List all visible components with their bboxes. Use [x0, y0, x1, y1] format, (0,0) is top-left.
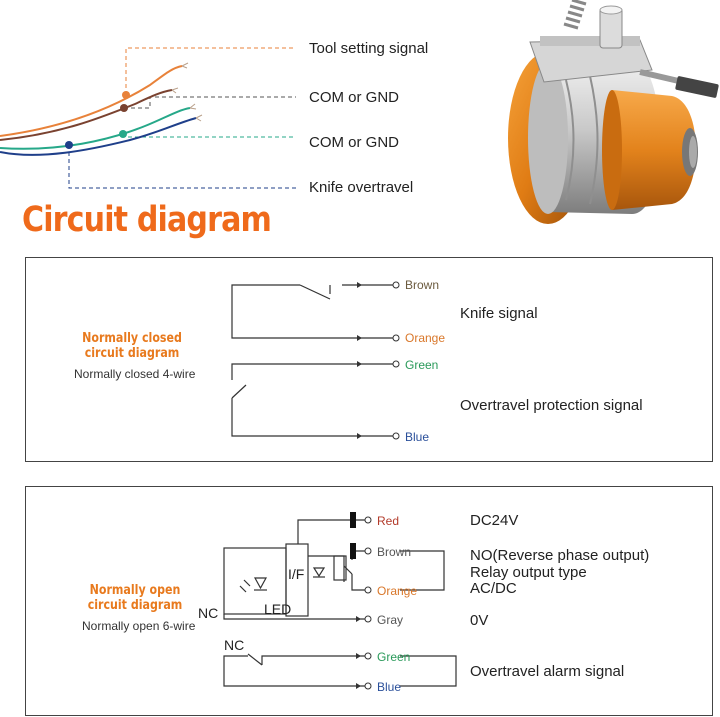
nc-terminal-green: Green [405, 358, 439, 372]
nc-terminal-orange: Orange [405, 331, 446, 345]
dc24v-label: DC24V [470, 512, 519, 529]
knife-overtravel-label: Knife overtravel [309, 179, 414, 196]
no-reverse-label: NO(Reverse phase output) [470, 547, 650, 564]
if-label: I/F [288, 566, 305, 582]
no-terminal-orange: Orange [377, 584, 418, 598]
knife-signal-label: Knife signal [460, 305, 538, 322]
circuit-diagram-title: Circuit diagram [22, 200, 272, 240]
nc-terminal-blue: Blue [405, 430, 430, 444]
nc-label-2: NC [224, 637, 245, 653]
overtravel-protection-label: Overtravel protection signal [460, 397, 643, 414]
overtravel-alarm-label: Overtravel alarm signal [470, 663, 625, 680]
no-heading: Normally open circuit diagram [87, 583, 183, 613]
no-terminal-red: Red [377, 514, 400, 528]
no-terminal-gray: Gray [377, 613, 404, 627]
led-label: LED [264, 601, 292, 617]
com-gnd-label-2: COM or GND [309, 134, 399, 151]
relay-output-label: Relay output type [470, 564, 587, 581]
no-terminal-green: Green [377, 650, 411, 664]
nc-heading: Normally closed circuit diagram [82, 331, 182, 361]
acdc-label: AC/DC [470, 580, 517, 597]
nc-subtitle: Normally closed 4-wire [74, 367, 196, 381]
com-gnd-label-1: COM or GND [309, 89, 399, 106]
zero-v-label: 0V [470, 612, 489, 629]
blue-wire [0, 117, 197, 156]
orange-wire [0, 65, 183, 137]
nc-terminal-brown: Brown [405, 278, 440, 292]
nc-diagram-box [25, 257, 713, 462]
tool-setting-signal-label: Tool setting signal [309, 40, 429, 57]
no-diagram-box [25, 486, 713, 716]
no-terminal-blue: Blue [377, 680, 402, 694]
teal-wire [0, 107, 191, 150]
no-subtitle: Normally open 6-wire [82, 619, 196, 633]
no-terminal-brown: Brown [377, 545, 412, 559]
nc-label-1: NC [198, 605, 219, 621]
